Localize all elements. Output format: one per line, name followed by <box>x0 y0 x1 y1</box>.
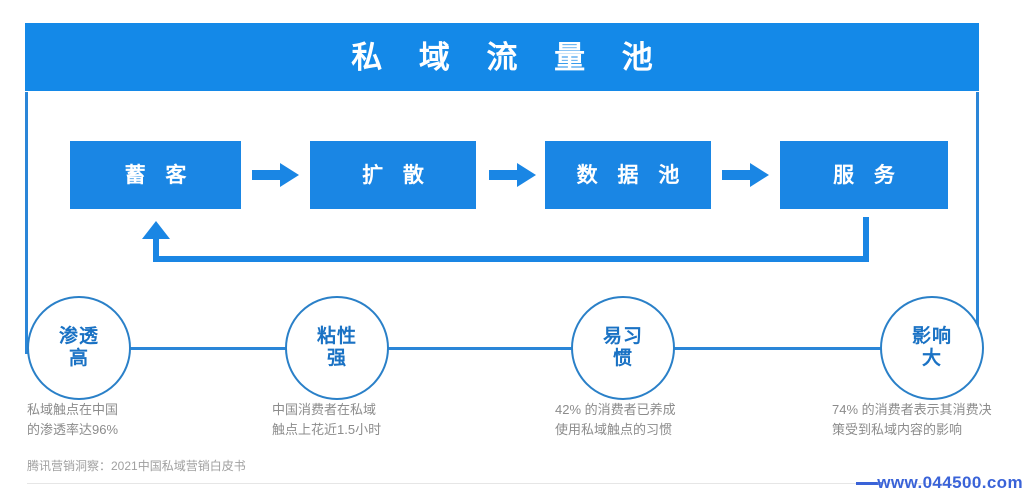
process-step-3[interactable]: 数 据 池 <box>545 141 711 209</box>
feature-circle-2[interactable]: 粘性 强 <box>285 296 389 400</box>
process-step-3-label: 数 据 池 <box>576 163 687 187</box>
watermark: www.044500.com <box>877 473 1023 492</box>
header-banner: 私 域 流 量 池 <box>25 23 979 91</box>
feature-circle-3-line2: 惯 <box>612 348 633 369</box>
frame-right-border <box>976 92 979 355</box>
process-flow-row: 蓄 客 扩 散 数 据 池 服 务 <box>0 141 1031 209</box>
right-arrow-icon <box>252 163 300 187</box>
feature-caption-2: 中国消费者在私域 触点上花近1.5小时 <box>272 402 382 438</box>
feature-caption-4: 74% 的消费者表示其消费决 策受到私域内容的影响 <box>832 402 992 438</box>
page-title: 私 域 流 量 池 <box>351 39 667 75</box>
feature-circle-1-line1: 渗透 <box>58 325 99 347</box>
watermark-rule <box>856 482 882 485</box>
connector-line-1 <box>128 347 290 350</box>
feature-caption-3: 42% 的消费者已养成 使用私域触点的习惯 <box>555 402 676 438</box>
source-note: 腾讯营销洞察：2021中国私域营销白皮书 <box>27 459 246 473</box>
feature-circle-1-line2: 高 <box>68 348 89 369</box>
feature-circle-2-line1: 粘性 <box>316 325 357 347</box>
process-step-1-label: 蓄 客 <box>124 163 194 187</box>
right-arrow-icon <box>722 163 770 187</box>
feature-circle-1[interactable]: 渗透 高 <box>27 296 131 400</box>
right-arrow-icon <box>489 163 537 187</box>
connector-line-3 <box>672 347 884 350</box>
process-step-4-label: 服 务 <box>833 163 902 187</box>
process-step-1[interactable]: 蓄 客 <box>70 141 241 209</box>
feature-circle-4-line1: 影响 <box>911 325 952 347</box>
process-step-4[interactable]: 服 务 <box>780 141 948 209</box>
process-step-2-label: 扩 散 <box>362 163 431 187</box>
feature-captions-row: 私域触点在中国 的渗透率达96% 中国消费者在私域 触点上花近1.5小时 42%… <box>0 400 1031 444</box>
footer-divider <box>27 483 979 484</box>
feature-circle-3-line1: 易习 <box>602 325 643 347</box>
feedback-loop-arrow-icon <box>130 215 875 271</box>
feature-caption-1: 私域触点在中国 的渗透率达96% <box>27 402 119 438</box>
process-step-2[interactable]: 扩 散 <box>310 141 476 209</box>
connector-line-2 <box>385 347 575 350</box>
frame-left-border <box>25 92 28 354</box>
feature-circle-4[interactable]: 影响 大 <box>880 296 984 400</box>
feature-circles-row: 渗透 高 粘性 强 易习 惯 影响 大 <box>0 296 1031 404</box>
feature-circle-4-line2: 大 <box>921 348 942 369</box>
feature-circle-3[interactable]: 易习 惯 <box>571 296 675 400</box>
feature-circle-2-line2: 强 <box>326 348 347 369</box>
